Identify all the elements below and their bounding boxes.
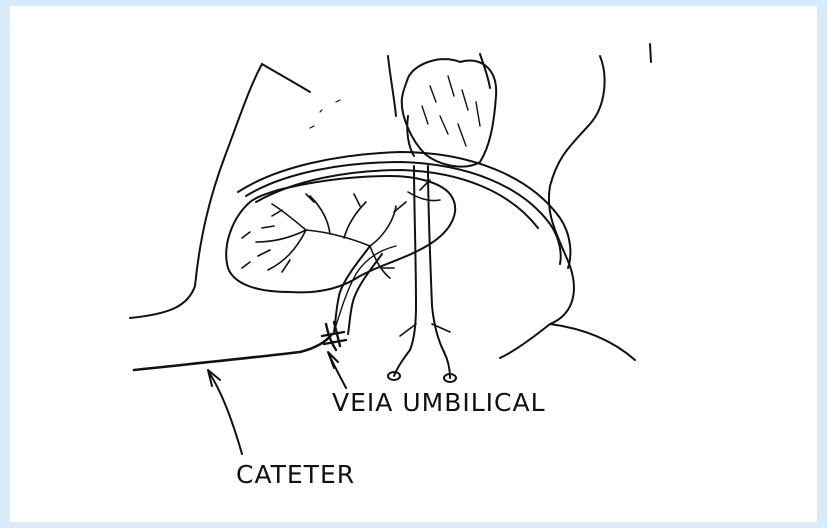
umbilical-vein-wall xyxy=(348,254,382,334)
catheter-pointer xyxy=(210,374,242,454)
body-outline-right-lower xyxy=(550,324,635,360)
diaphragm-arc-third xyxy=(256,170,538,228)
liver xyxy=(226,176,455,292)
heart-vessel xyxy=(407,116,414,156)
figure-frame: VEIA UMBILICAL CATETER xyxy=(10,6,817,522)
iliac-branches xyxy=(400,324,450,336)
umbilical-stump xyxy=(322,322,346,350)
neck-right xyxy=(480,54,490,88)
neck-left xyxy=(388,56,396,116)
catheter-label: CATETER xyxy=(236,460,355,489)
stray-marks xyxy=(310,100,340,128)
tick-mark xyxy=(650,44,651,62)
catheter-pointer-head xyxy=(208,370,220,386)
heart xyxy=(402,59,496,166)
body-outline-left xyxy=(130,64,262,318)
umbilical-catheter-illustration xyxy=(10,6,817,522)
catheter-inside xyxy=(334,246,396,332)
catheter-line xyxy=(134,334,332,370)
umbilical-vein xyxy=(334,246,370,332)
inferior-vena-cava-right xyxy=(428,166,444,352)
umbilical-vein-label: VEIA UMBILICAL xyxy=(332,388,546,417)
iliac-bifurcation xyxy=(394,350,450,378)
umbilical-vein-pointer-head xyxy=(328,352,338,368)
body-outline-shoulder-left xyxy=(262,64,310,92)
heart-shading xyxy=(422,76,480,146)
